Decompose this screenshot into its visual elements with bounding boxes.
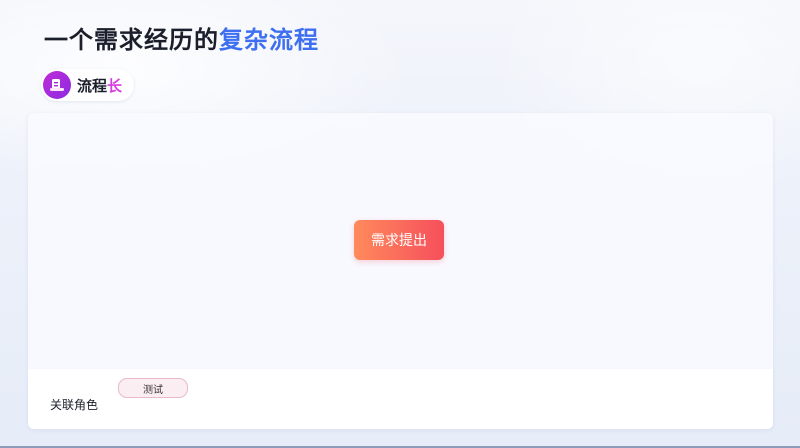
flow-badge-label-main: 流程	[77, 76, 108, 95]
page-title-main: 一个需求经历的	[44, 26, 219, 54]
flow-badge-label-accent: 长	[107, 76, 123, 95]
flow-doc-icon	[43, 71, 71, 99]
requirement-node[interactable]: 需求提出	[354, 220, 444, 260]
flow-badge: 流程长	[41, 69, 135, 101]
page-title: 一个需求经历的复杂流程	[44, 23, 319, 57]
page-title-accent: 复杂流程	[219, 26, 319, 54]
role-tag-test[interactable]: 测试	[118, 378, 188, 398]
flow-canvas: 需求提出 测试 关联角色	[28, 113, 773, 429]
flow-badge-label: 流程长	[77, 75, 122, 96]
bottom-divider	[0, 446, 800, 448]
related-roles-label: 关联角色	[50, 398, 99, 412]
